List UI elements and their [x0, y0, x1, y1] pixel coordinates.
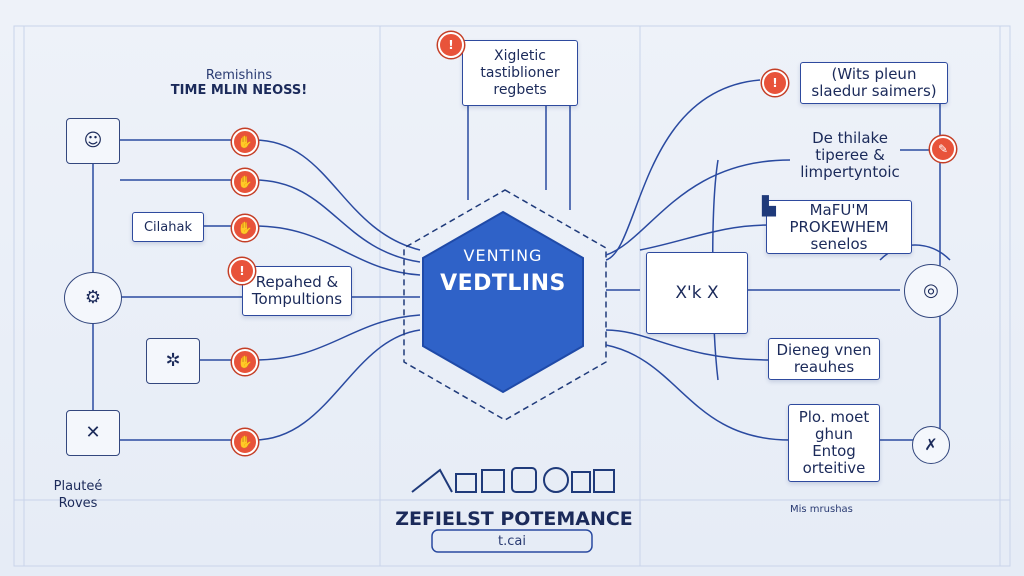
center-line2: VEDTLINS — [440, 271, 566, 296]
center-line1: VENTING — [463, 246, 543, 265]
target-icon: ◎ — [904, 264, 958, 318]
left-title-line2: TIME MLIN NEOSS! — [170, 83, 308, 98]
pen-cross-icon: ✗ — [912, 426, 950, 464]
bottom-title: ZEFIELST POTEMANCE — [395, 508, 633, 530]
right-box-5: Plo. moet ghun Entog orteitive — [788, 404, 880, 482]
right-bottom-label: Mis mrushas — [790, 504, 853, 515]
network-icon: ✲ — [146, 338, 200, 384]
hand-icon: ✋ — [232, 129, 258, 155]
pen-badge-icon: ✎ — [930, 136, 956, 162]
gear-icon: ⚙ — [64, 272, 122, 324]
left-title: Remishins TIME MLIN NEOSS! — [164, 68, 314, 98]
left-box-1: Cilahak — [132, 212, 204, 242]
right-box-4: Dieneg vnen reauhes — [768, 338, 880, 380]
right-box-3: MaFU'M PROKEWHEM senelos — [766, 200, 912, 254]
bottom-subtitle: t.cai — [498, 534, 526, 549]
left-title-line1: Remishins — [205, 68, 273, 83]
left-box-2: Repahed & Tompultions — [242, 266, 352, 316]
center-hexagon-label: VENTING VEDTLINS — [428, 246, 578, 296]
top-box: Xigletic tastiblioner regbets — [462, 40, 578, 106]
info-badge-icon: ! — [438, 32, 464, 58]
face-icon: ☺ — [66, 118, 120, 164]
hand-icon: ✋ — [232, 349, 258, 375]
building-icon: ▙ — [762, 196, 776, 217]
info-badge-icon: ! — [229, 258, 255, 284]
hand-icon: ✋ — [232, 169, 258, 195]
hand-icon: ✋ — [232, 429, 258, 455]
right-box-2: De thilake tiperee & limpertyntoic — [800, 129, 900, 181]
left-bottom-label: Plauteé Roves — [53, 479, 103, 511]
middle-right-box: X'k X — [646, 252, 748, 334]
info-badge-icon: ! — [762, 70, 788, 96]
right-box-1: (Wits pleun slaedur saimers) — [800, 62, 948, 104]
hand-icon: ✋ — [232, 215, 258, 241]
x-box-icon: ✕ — [66, 410, 120, 456]
